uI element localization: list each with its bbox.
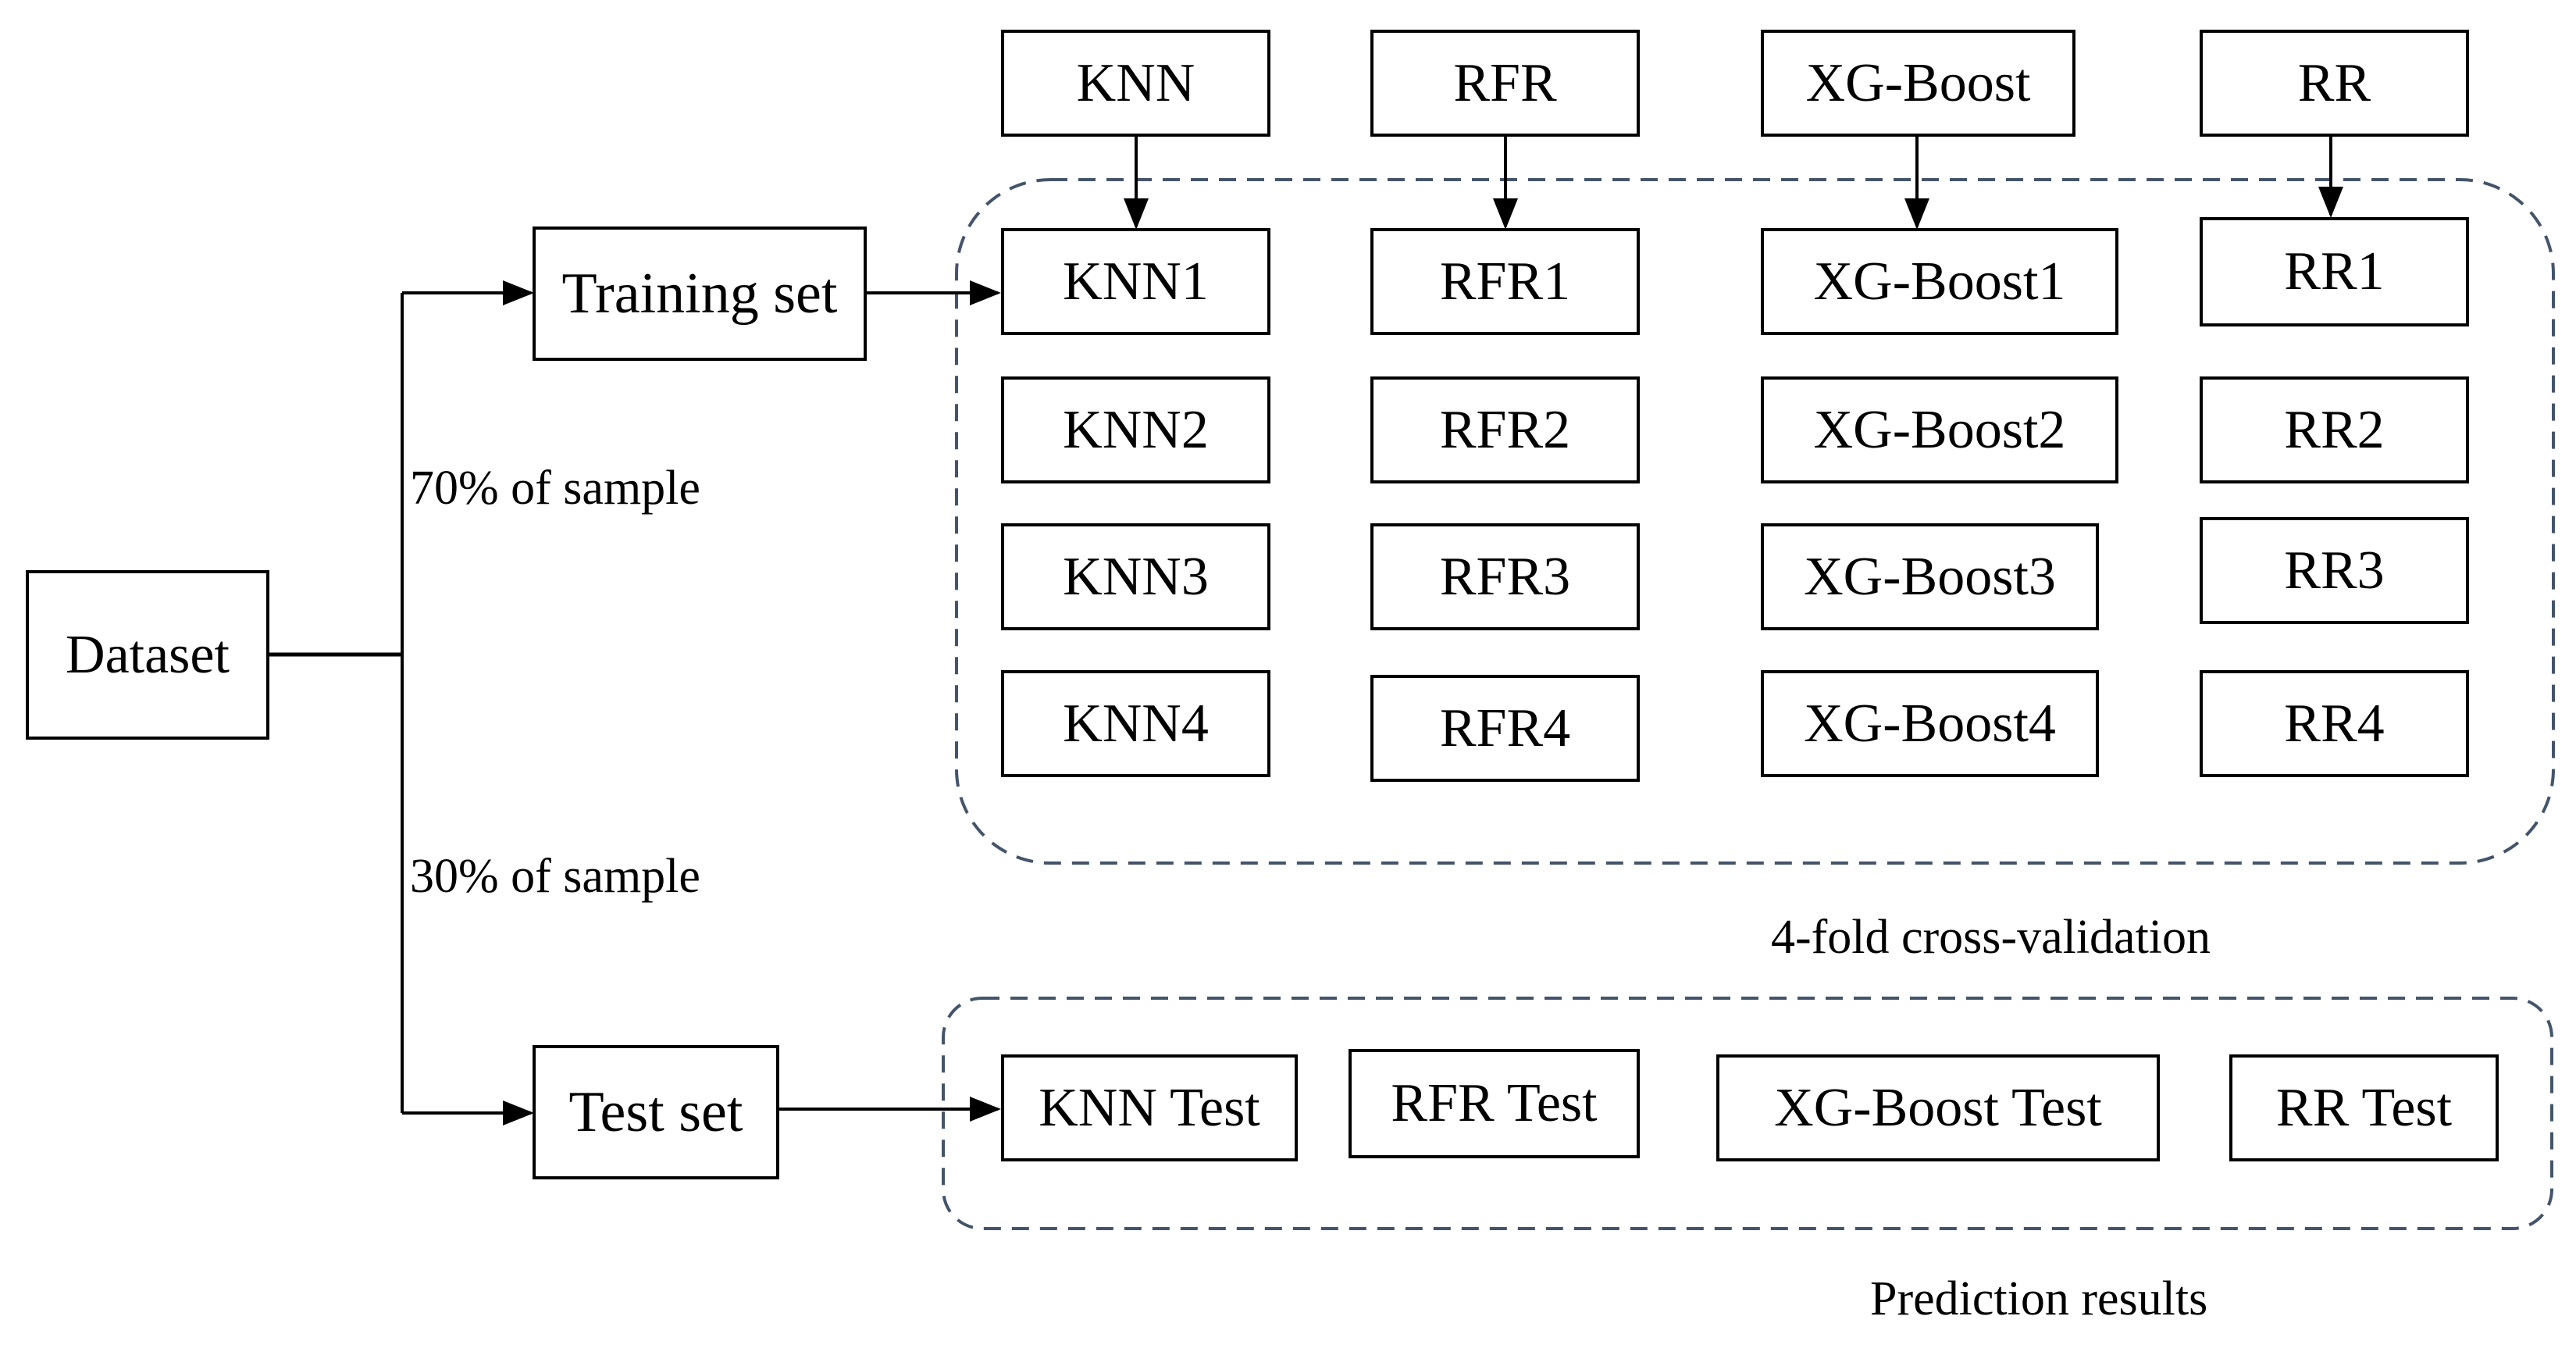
xgboost-test-box: XG-Boost Test xyxy=(1716,1054,2160,1161)
model-rfr-box: RFR xyxy=(1370,30,1640,137)
rr-fold-1-box: RR1 xyxy=(2200,217,2469,326)
knn-fold-1-box: KNN1 xyxy=(1001,228,1270,335)
knn-fold-4-box: KNN4 xyxy=(1001,670,1270,777)
rr-fold-3-box: RR3 xyxy=(2200,517,2469,624)
rfr-fold-2-box: RFR2 xyxy=(1370,376,1640,483)
rr-test-box: RR Test xyxy=(2229,1054,2499,1161)
model-knn-box: KNN xyxy=(1001,30,1270,137)
knn-fold-3-box: KNN3 xyxy=(1001,523,1270,630)
model-rr-box: RR xyxy=(2200,30,2469,137)
prediction-caption: Prediction results xyxy=(1870,1272,2208,1325)
xgboost-fold-4-box: XG-Boost4 xyxy=(1761,670,2099,777)
test-set-box: Test set xyxy=(533,1045,779,1179)
rr-fold-2-box: RR2 xyxy=(2200,376,2469,483)
cv-caption: 4-fold cross-validation xyxy=(1771,911,2211,964)
rfr-fold-1-box: RFR1 xyxy=(1370,228,1640,335)
test-split-label: 30% of sample xyxy=(410,850,700,903)
rfr-test-box: RFR Test xyxy=(1349,1049,1640,1158)
model-xgboost-box: XG-Boost xyxy=(1761,30,2075,137)
cv-group-border xyxy=(955,178,2555,865)
rr-fold-4-box: RR4 xyxy=(2200,670,2469,777)
knn-fold-2-box: KNN2 xyxy=(1001,376,1270,483)
train-split-label: 70% of sample xyxy=(410,462,700,515)
rfr-fold-3-box: RFR3 xyxy=(1370,523,1640,630)
knn-test-box: KNN Test xyxy=(1001,1054,1298,1161)
xgboost-fold-1-box: XG-Boost1 xyxy=(1761,228,2118,335)
xgboost-fold-3-box: XG-Boost3 xyxy=(1761,523,2099,630)
test-group-border xyxy=(942,997,2553,1230)
rfr-fold-4-box: RFR4 xyxy=(1370,675,1640,782)
dataset-box: Dataset xyxy=(26,570,269,740)
xgboost-fold-2-box: XG-Boost2 xyxy=(1761,376,2118,483)
training-set-box: Training set xyxy=(533,227,867,361)
